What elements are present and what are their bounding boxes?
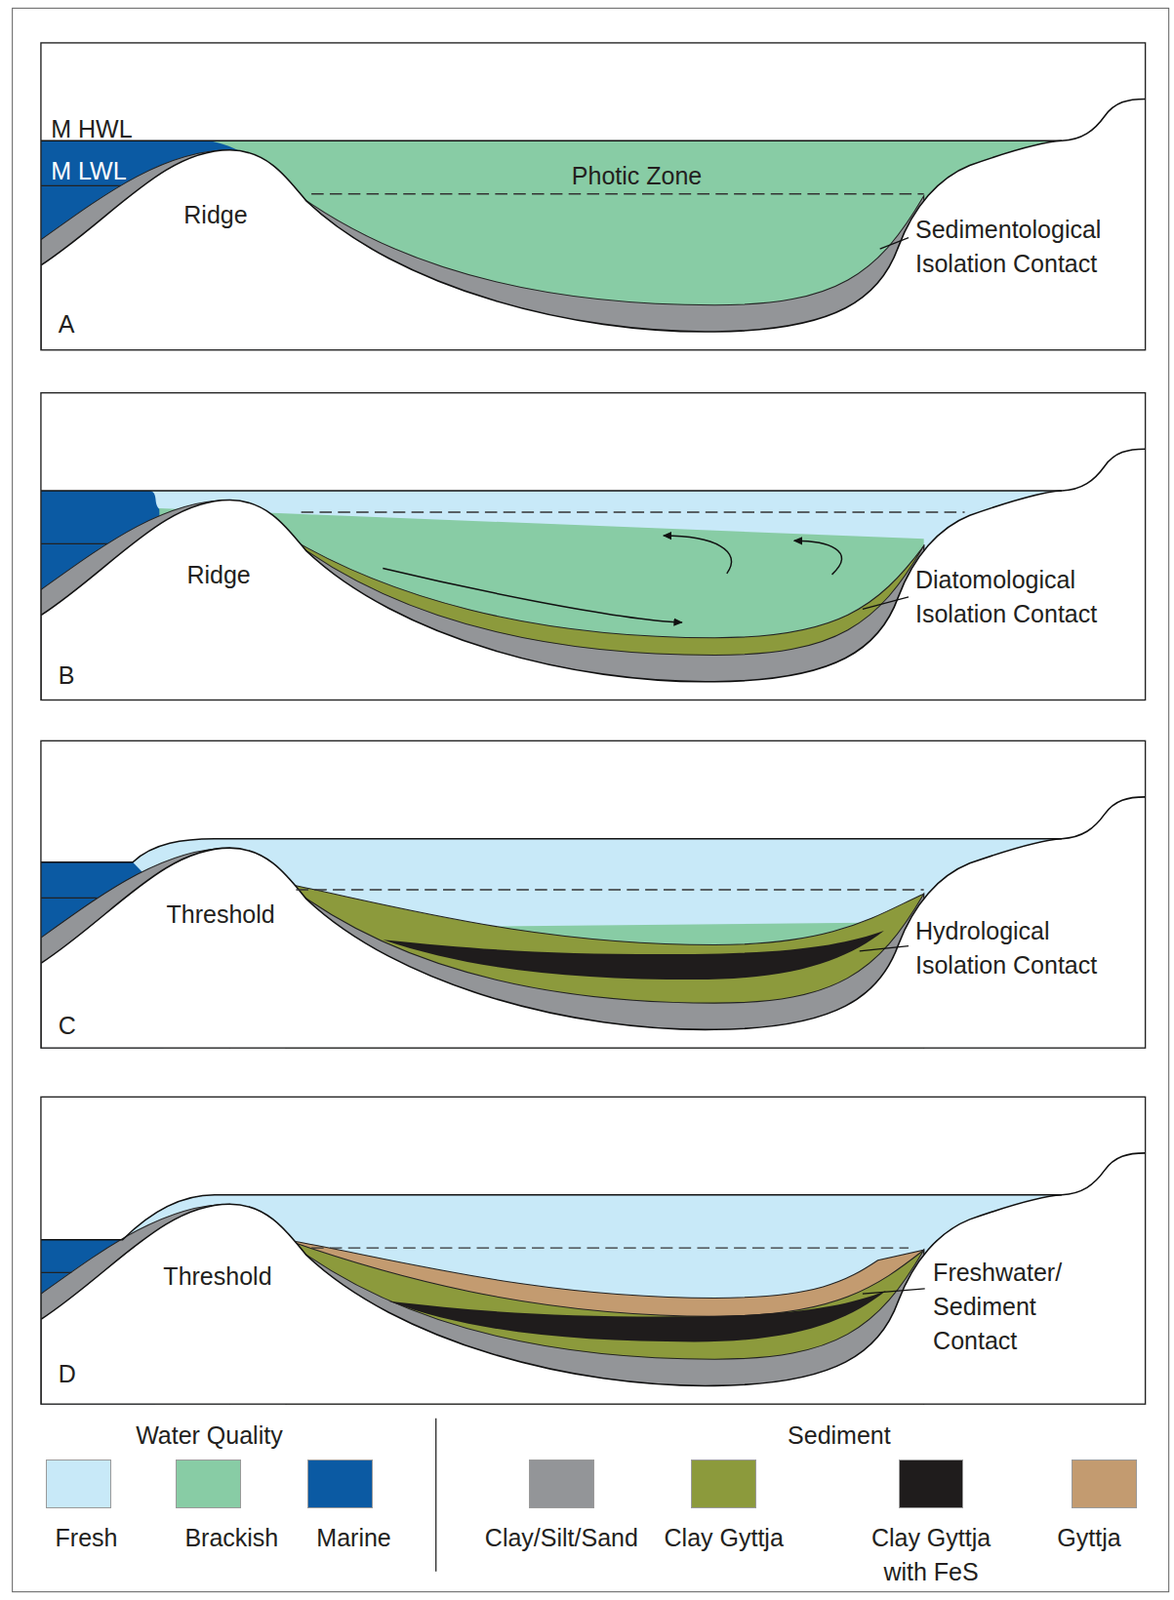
drawn-shape [794,540,843,575]
contact-callout: Sedimentological Isolation Contact [915,212,1140,282]
panel-a [40,42,1154,366]
drawn-shape [40,98,1146,350]
drawn-shape [40,740,1146,1049]
drawn-shape [40,543,108,545]
drawn-shape [40,1272,72,1274]
drawn-shape [862,597,909,610]
panel-letter: B [58,658,76,693]
legend-swatch [528,1459,595,1509]
zone-label: Photic Zone [571,159,702,194]
legend-label: Brackish [184,1521,232,1556]
legend-swatch [1071,1459,1137,1509]
drawn-shape [382,568,682,623]
drawn-shape [301,511,966,513]
landform-label: Ridge [186,558,250,593]
landform-label: Ridge [183,198,247,233]
drawn-shape [40,393,1146,701]
drawn-shape [388,1291,887,1342]
drawn-shape [40,448,1146,700]
drawn-shape [40,42,1146,351]
drawn-shape [40,839,1062,863]
landform-label: Threshold [162,1259,272,1295]
legend-heading: Water Quality [62,1418,356,1454]
drawn-shape [40,897,98,899]
water-level-label: M HWL [50,112,132,147]
drawn-shape [859,946,909,952]
legend-swatch [175,1459,242,1509]
drawn-shape [40,98,1146,350]
contact-callout: Freshwater/ Sediment Contact [932,1255,1080,1359]
drawn-shape [40,1096,1146,1405]
landform-label: Threshold [166,897,276,932]
legend-label: Gyttja [1011,1521,1168,1556]
drawn-shape [382,931,885,980]
drawn-shape [40,1153,1146,1405]
water-level-label: M LWL [50,154,126,189]
outer-frame [12,7,1170,1592]
drawn-shape [40,797,1146,1049]
legend-swatch [898,1459,965,1509]
drawn-shape [40,448,1146,700]
panel-c [40,740,1154,1057]
legend-label: Fresh [55,1521,103,1556]
contact-callout: Diatomological Isolation Contact [915,563,1140,632]
drawn-shape [40,1195,1062,1241]
drawn-shape [311,1247,909,1249]
panel-d [40,1096,1154,1414]
panel-letter: D [58,1357,77,1392]
drawn-shape [40,185,122,187]
legend-swatch [307,1459,373,1509]
drawn-shape [40,797,1146,1049]
drawn-shape [40,1153,1146,1405]
legend-label: Clay/Silt/Sand [453,1521,669,1556]
legend-swatch [690,1459,757,1509]
contact-callout: Hydrological Isolation Contact [915,914,1140,983]
drawn-shape [40,489,1062,492]
legend-label: Clay Gyttja with FeS [857,1521,1005,1590]
drawn-shape [40,140,1062,143]
legend-divider [435,1418,437,1573]
panel-letter: C [58,1009,77,1044]
legend-swatch [45,1459,112,1509]
panel-b [40,393,1154,717]
panel-letter: A [58,307,76,342]
legend-label: Marine [316,1521,364,1556]
drawn-shape [663,535,732,574]
legend-label: Clay Gyttja [636,1521,812,1556]
drawn-shape [295,889,924,891]
drawn-shape [862,1289,926,1295]
drawn-shape [880,238,909,250]
legend-heading: Sediment [692,1418,986,1454]
drawn-shape [311,193,925,195]
